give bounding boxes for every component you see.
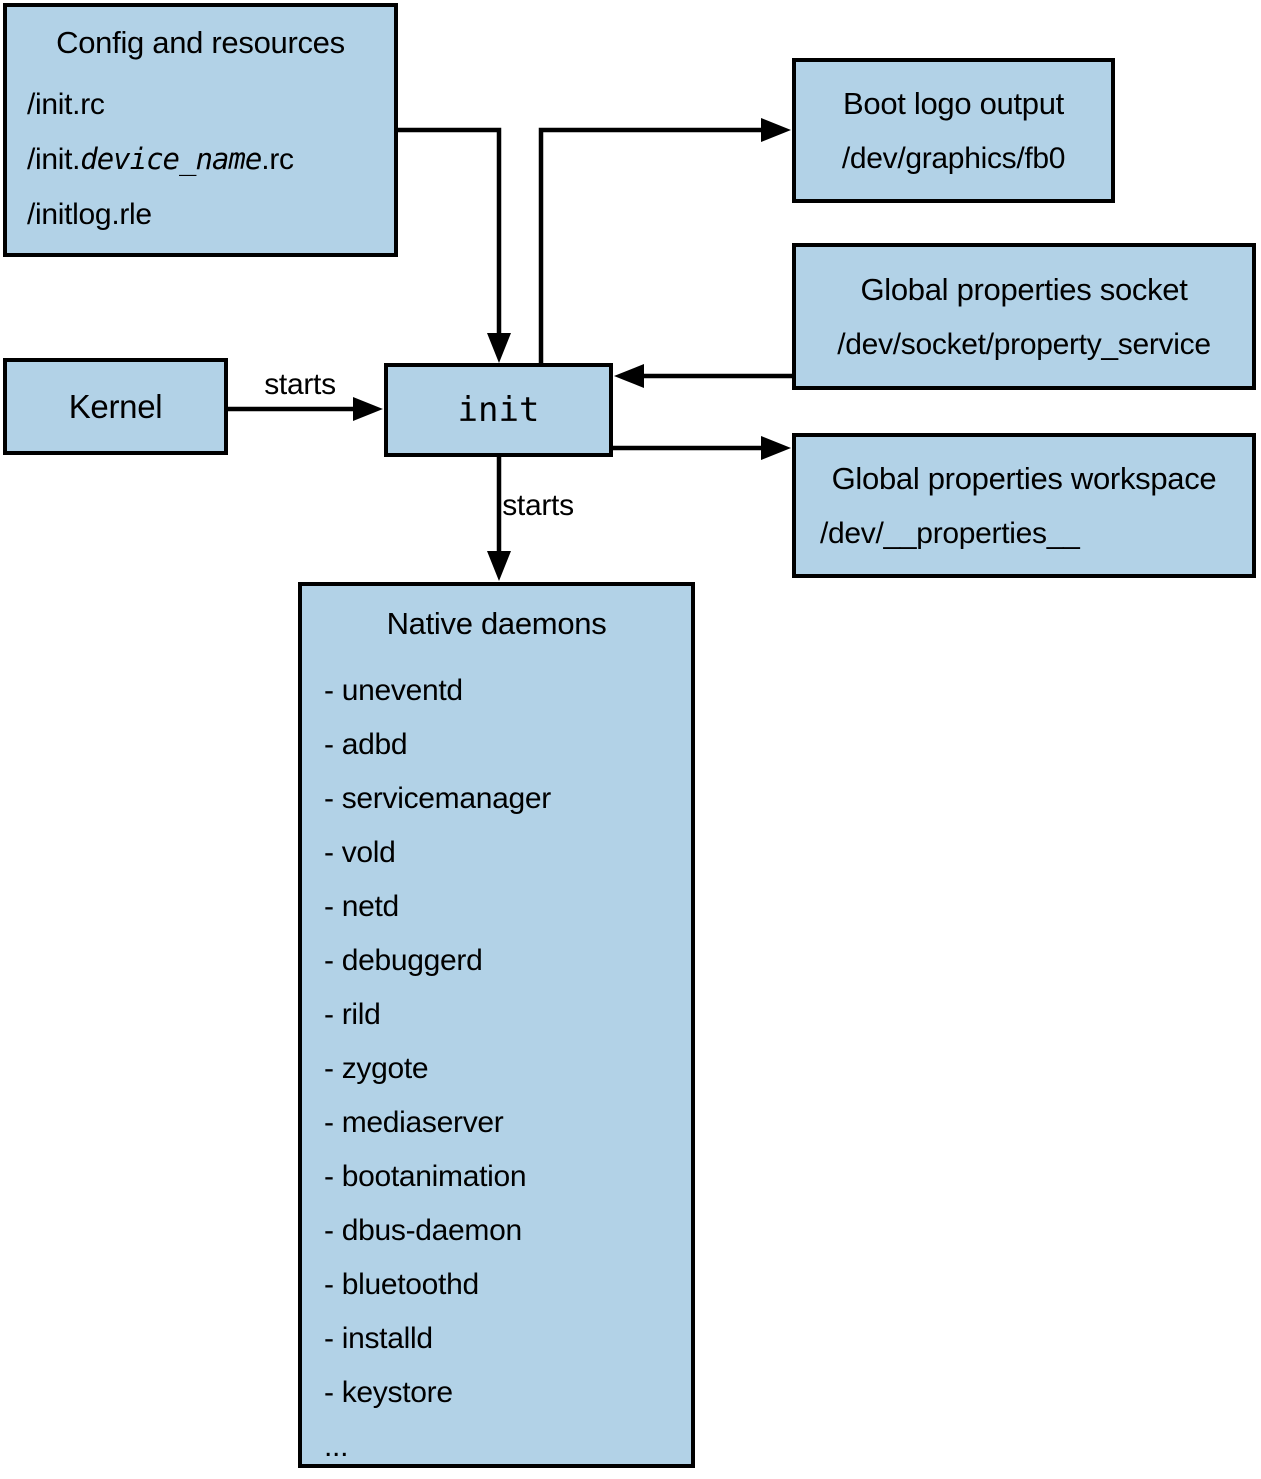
init-starts-label: starts [502, 489, 574, 522]
init-to-native-daemons-arrow [487, 457, 511, 581]
properties-socket-title: Global properties socket [860, 271, 1188, 307]
daemon-item: - installd [324, 1322, 433, 1355]
daemon-item: - uneventd [324, 674, 463, 707]
init-to-bootlogo-arrow [538, 118, 791, 363]
daemon-item: - vold [324, 836, 396, 869]
daemon-item: - zygote [324, 1052, 429, 1085]
config-item-init-rc: /init.rc [27, 88, 105, 121]
daemon-item: - rild [324, 998, 381, 1031]
config-item-init-device-rc: /init.device_name.rc [27, 142, 294, 176]
init-to-workspace-arrow [613, 436, 791, 460]
config-resources-title: Config and resources [56, 25, 345, 60]
daemon-item: - servicemanager [324, 782, 551, 815]
boot-logo-output-box: Boot logo output /dev/graphics/fb0 [792, 58, 1115, 203]
native-daemons-title: Native daemons [386, 606, 607, 641]
kernel-title: Kernel [68, 387, 163, 425]
global-properties-workspace-box: Global properties workspace /dev/__prope… [792, 433, 1256, 578]
daemon-item: - bootanimation [324, 1160, 527, 1193]
daemon-item: - netd [324, 890, 399, 923]
properties-socket-path: /dev/socket/property_service [837, 327, 1211, 361]
properties-workspace-title: Global properties workspace [831, 460, 1217, 496]
daemon-item: - adbd [324, 728, 408, 761]
global-properties-socket-box: Global properties socket /dev/socket/pro… [792, 243, 1256, 390]
boot-logo-title: Boot logo output [843, 85, 1064, 121]
socket-to-init-arrow [614, 364, 792, 388]
config-resources-items: /init.rc /init.device_name.rc /initlog.r… [7, 77, 394, 242]
daemon-item: - keystore [324, 1376, 453, 1409]
device-name-placeholder: device_name [80, 142, 262, 176]
kernel-starts-label: starts [264, 368, 336, 401]
config-resources-box: Config and resources /init.rc /init.devi… [3, 3, 398, 257]
config-item-initlogo-rle: /initlog.rle [27, 198, 152, 231]
boot-logo-path: /dev/graphics/fb0 [841, 141, 1066, 175]
native-daemons-list: - uneventd - adbd - servicemanager - vol… [302, 664, 691, 1474]
daemon-item: - bluetoothd [324, 1268, 479, 1301]
daemon-item: - debuggerd [324, 944, 483, 977]
kernel-box: Kernel [3, 358, 228, 455]
init-box: init [384, 363, 613, 457]
native-daemons-box: Native daemons - uneventd - adbd - servi… [298, 582, 695, 1468]
daemon-item: - dbus-daemon [324, 1214, 522, 1247]
daemon-item-ellipsis: ... [324, 1430, 349, 1463]
kernel-to-init-arrow [228, 397, 383, 421]
init-title: init [457, 390, 540, 430]
properties-workspace-path: /dev/__properties__ [820, 516, 1080, 550]
daemon-item: - mediaserver [324, 1106, 504, 1139]
config-to-init-arrow [398, 127, 511, 363]
